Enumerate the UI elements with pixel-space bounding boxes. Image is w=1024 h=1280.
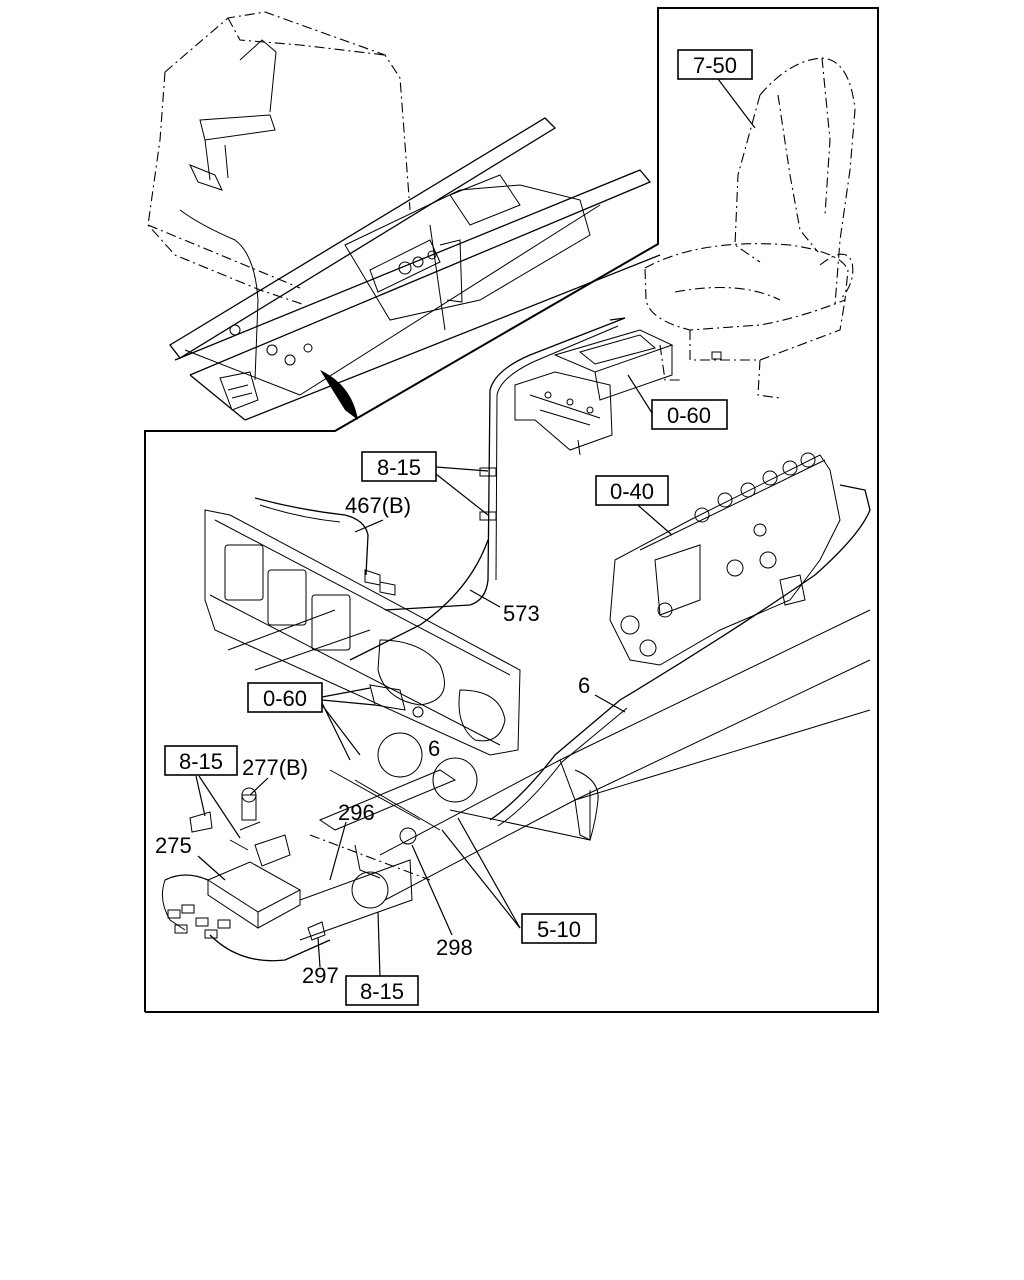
label-296: 296: [338, 800, 375, 825]
svg-text:8-15: 8-15: [377, 455, 421, 480]
injection-pump-illustration: [609, 452, 841, 666]
crossmember-plate-illustration: [204, 509, 521, 803]
callout-8-15-top: 8-15: [361, 451, 437, 482]
label-6-right: 6: [578, 673, 590, 698]
svg-text:0-60: 0-60: [667, 403, 711, 428]
label-467b: 467(B): [345, 493, 411, 518]
label-297: 297: [302, 963, 339, 988]
svg-text:0-40: 0-40: [610, 479, 654, 504]
svg-text:8-15: 8-15: [360, 979, 404, 1004]
callout-7-50: 7-50: [677, 49, 753, 80]
callout-0-60-top: 0-60: [651, 399, 728, 430]
seat-illustration: [644, 57, 856, 399]
callout-0-60-mid: 0-60: [247, 682, 323, 713]
leader-lines: [195, 78, 756, 979]
ecu-illustration: [514, 329, 674, 456]
label-6-mid: 6: [428, 736, 440, 761]
callout-5-10: 5-10: [521, 913, 597, 944]
wire-harness: [254, 317, 871, 827]
label-298: 298: [436, 935, 473, 960]
callout-0-40: 0-40: [595, 475, 669, 506]
svg-text:0-60: 0-60: [263, 686, 307, 711]
cab-overview-illustration: [147, 11, 661, 421]
label-573: 573: [503, 601, 540, 626]
callout-8-15-left: 8-15: [164, 745, 238, 776]
callout-8-15-bottom: 8-15: [345, 975, 419, 1006]
label-275: 275: [155, 833, 192, 858]
detail-frame: [144, 7, 879, 1013]
relay-bracket-illustration: [161, 769, 457, 962]
label-277b: 277(B): [242, 755, 308, 780]
svg-text:5-10: 5-10: [537, 917, 581, 942]
frame-rail-illustration: [227, 609, 871, 901]
svg-text:8-15: 8-15: [179, 749, 223, 774]
svg-text:7-50: 7-50: [693, 53, 737, 78]
